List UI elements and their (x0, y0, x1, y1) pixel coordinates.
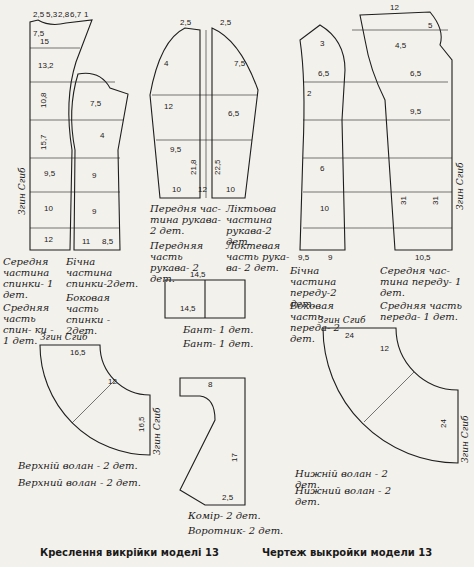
dimension: 9 (92, 172, 96, 180)
dimension: 15,7 (40, 134, 48, 150)
fold-label: Згин Сгиб (18, 168, 27, 215)
dimension: 6,7 (70, 11, 81, 19)
dimension: 9,5 (298, 254, 309, 262)
dimension: 4 (100, 132, 104, 140)
dimension: 9,5 (44, 170, 55, 178)
back-side-piece (72, 73, 128, 250)
dimension: 1 (84, 11, 88, 19)
collar-piece (180, 378, 245, 505)
dimension: 12 (164, 103, 173, 111)
dimension: 12 (380, 345, 389, 353)
dimension: 9 (328, 254, 332, 262)
dimension: 13,2 (38, 62, 54, 70)
dimension: 14,5 (190, 271, 206, 279)
dimension: 10 (172, 186, 181, 194)
piece-caption: Комір- 2 дет. (188, 510, 278, 521)
fold-label: Згин Сгиб (40, 333, 87, 342)
dimension: 10 (226, 186, 235, 194)
piece-caption: Средняя часть переда- 1 дет. (380, 300, 464, 322)
dimension: 12 (390, 4, 399, 12)
dimension: 6,5 (318, 70, 329, 78)
fold-label: Згин Сгиб (153, 408, 162, 455)
dimension: 22,5 (214, 159, 222, 175)
front-middle-piece (360, 12, 452, 250)
piece-caption: Середня час- тина переду- 1 дет. (380, 265, 464, 298)
drawing-title: Чертеж выкройки модели 13 (262, 548, 432, 558)
dimension: 10,5 (415, 254, 431, 262)
dimension: 4 (164, 60, 168, 68)
fold-label: Згин Сгиб (456, 163, 465, 210)
dimension: 16,5 (70, 349, 86, 357)
dimension: 24 (440, 419, 448, 428)
upper-flounce-piece (40, 345, 150, 455)
dimension: 6,5 (228, 110, 239, 118)
dimension: 9,5 (410, 108, 421, 116)
dimension: 17 (231, 453, 239, 462)
piece-caption: Локтевая часть рука- ва- 2 дет. (226, 240, 292, 273)
dimension: 10 (320, 205, 329, 213)
bow-piece (165, 280, 245, 318)
dimension: 10 (44, 205, 53, 213)
dimension: 5,3 (46, 11, 57, 19)
piece-caption: Передня час- тина рукава- 2 дет. (150, 203, 222, 236)
lower-flounce-piece (323, 328, 458, 463)
piece-caption: Бічна частина спинки-2дет. (66, 256, 130, 289)
dimension: 14,5 (180, 305, 196, 313)
dimension: 2,5 (220, 19, 231, 27)
piece-caption: Середня частина спинки- 1 дет. (3, 256, 63, 300)
drawing-title: Креслення викрійки моделі 13 (40, 548, 219, 558)
fold-label: Згин Сгиб (461, 416, 470, 463)
dimension: 5 (428, 22, 432, 30)
piece-caption: Верхний волан - 2 дет. (18, 477, 158, 488)
dimension: 12 (44, 236, 53, 244)
dimension: 2,5 (222, 494, 233, 502)
piece-caption: Передняя часть рукава- 2 дет. (150, 240, 222, 284)
dimension: 31 (400, 196, 408, 205)
dimension: 15 (40, 38, 49, 46)
back-middle-piece (30, 20, 92, 250)
dimension: 2 (307, 90, 311, 98)
sleeve-elbow-piece (212, 28, 258, 198)
dimension: 16,5 (138, 416, 146, 432)
dimension: 24 (345, 332, 354, 340)
dimension: 12 (108, 378, 117, 386)
dimension: 6 (320, 165, 324, 173)
dimension: 3 (320, 40, 324, 48)
dimension: 2,5 (33, 11, 44, 19)
dimension: 4,5 (395, 42, 406, 50)
dimension: 2,8 (58, 11, 69, 19)
piece-caption: Нижний волан - 2 дет. (295, 485, 415, 507)
fold-label: Згин Сгиб (318, 316, 365, 325)
front-side-piece (300, 25, 345, 250)
dimension: 8,5 (102, 238, 113, 246)
piece-caption: Верхній волан - 2 дет. (18, 460, 158, 471)
dimension: 7,5 (234, 60, 245, 68)
dimension: 11 (82, 238, 90, 246)
dimension: 6,5 (410, 70, 421, 78)
piece-caption: Бант- 1 дет. (183, 324, 273, 335)
piece-caption: Бант- 1 дет. (183, 338, 273, 349)
dimension: 2,5 (180, 19, 191, 27)
dimension: 12 (198, 186, 207, 194)
piece-caption: Воротник- 2 дет. (188, 525, 288, 536)
dimension: 7,5 (90, 100, 101, 108)
dimension: 31 (432, 196, 440, 205)
piece-caption: Боковая часть спинки - 2дет. (66, 292, 130, 336)
dimension: 10,8 (40, 92, 48, 108)
dimension: 21,8 (190, 159, 198, 175)
sleeve-front-piece (150, 28, 200, 198)
dimension: 9 (92, 208, 96, 216)
dimension: 7,5 (33, 30, 44, 38)
dimension: 8 (208, 381, 212, 389)
dimension: 9,5 (170, 146, 181, 154)
